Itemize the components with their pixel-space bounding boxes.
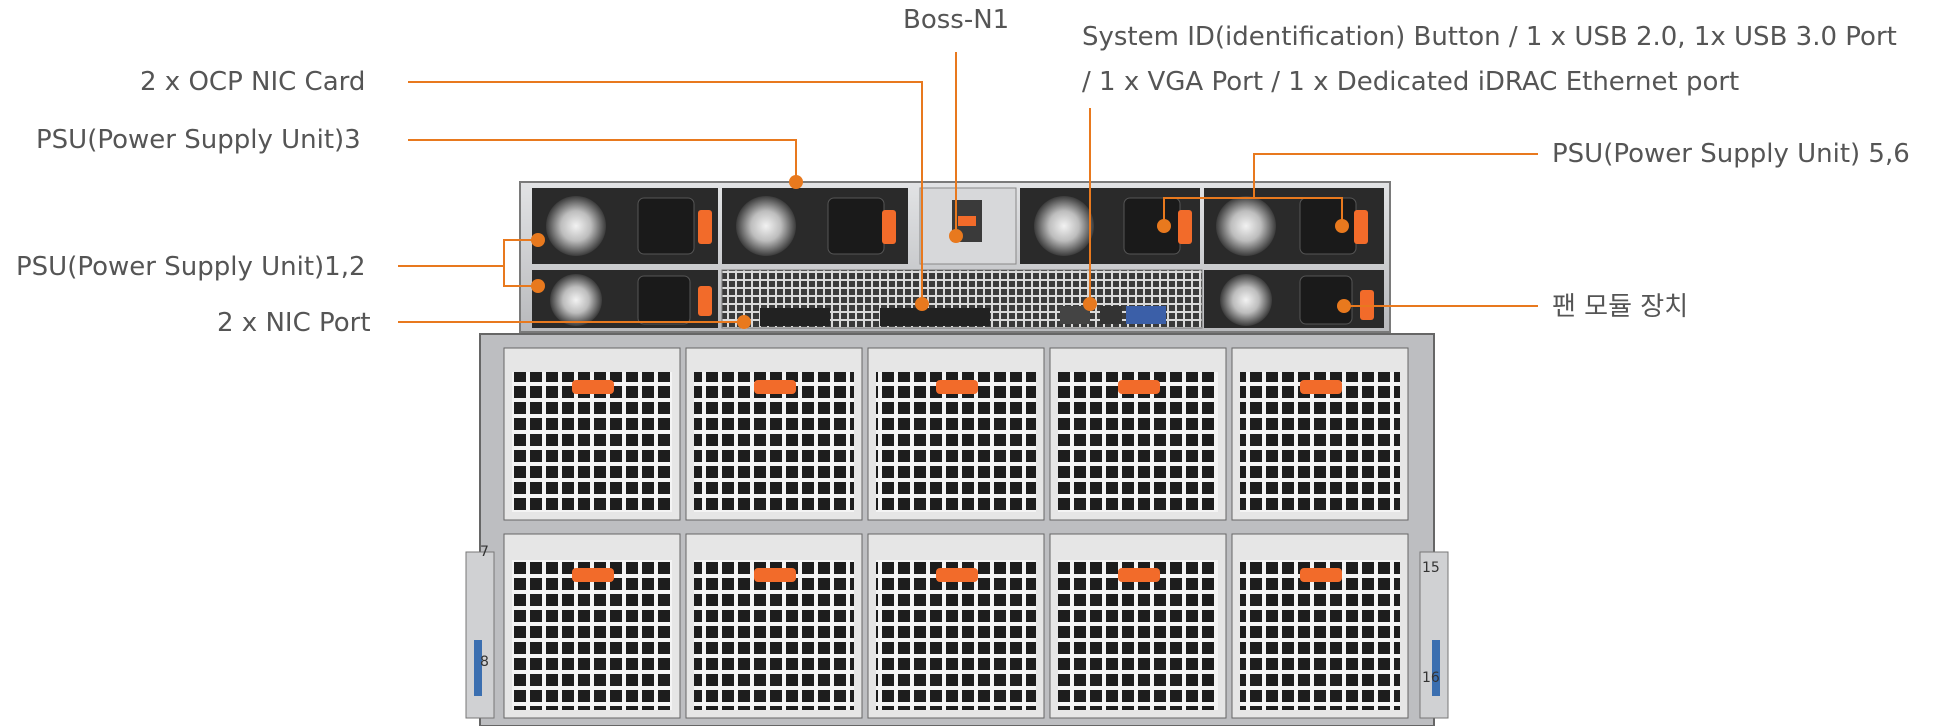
psu-5: [1020, 188, 1200, 264]
callout-dot: [949, 229, 963, 243]
label-system-id-line2: / 1 x VGA Port / 1 x Dedicated iDRAC Eth…: [1082, 67, 1740, 97]
callout-lines: [398, 52, 1538, 323]
callout-dot: [1157, 219, 1171, 233]
psu-6-lower: [1204, 270, 1384, 328]
callout-ocp: [408, 81, 923, 304]
fan-module: [1231, 347, 1409, 521]
io-panel: [721, 269, 1203, 329]
callout-dots: [531, 175, 1351, 329]
label-nic-port: 2 x NIC Port: [217, 308, 371, 338]
boss-n1-module: [919, 187, 1017, 265]
slot-number-16: 16: [1422, 670, 1440, 686]
label-psu3: PSU(Power Supply Unit)3: [36, 125, 361, 155]
callout-psu56-branch: [1163, 197, 1343, 226]
label-psu56: PSU(Power Supply Unit) 5,6: [1552, 139, 1910, 169]
fan-module: [685, 347, 863, 521]
label-psu12: PSU(Power Supply Unit)1,2: [16, 252, 366, 282]
callout-psu56: [1253, 153, 1538, 198]
callout-dot: [531, 233, 545, 247]
fan-module: [503, 533, 681, 719]
fan-module: [867, 533, 1045, 719]
psu-3: [722, 188, 908, 264]
callout-psu12-bracket: [503, 239, 538, 287]
fan-module: [1231, 533, 1409, 719]
fan-module: [503, 347, 681, 521]
slot-number-8: 8: [480, 654, 489, 670]
callout-dot: [1083, 297, 1097, 311]
callout-dot: [531, 279, 545, 293]
callout-dot: [1337, 299, 1351, 313]
slot-number-7: 7: [480, 544, 489, 560]
callout-dot: [737, 315, 751, 329]
callout-dot: [1335, 219, 1349, 233]
fan-module: [1049, 533, 1227, 719]
label-boss-n1: Boss-N1: [903, 5, 1010, 35]
fan-module: [685, 533, 863, 719]
label-system-id-line1: System ID(identification) Button / 1 x U…: [1082, 22, 1897, 52]
label-fan-module: 팬 모듈 장치: [1552, 292, 1689, 322]
fan-chassis: 7 8 15 16: [465, 333, 1449, 726]
callout-dot: [915, 297, 929, 311]
callout-psu3: [408, 139, 797, 182]
slot-number-15: 15: [1422, 560, 1440, 576]
psu-1: [532, 188, 718, 264]
psu-6: [1204, 188, 1384, 264]
fan-module: [867, 347, 1045, 521]
label-ocp-nic: 2 x OCP NIC Card: [140, 67, 366, 97]
fan-module: [1049, 347, 1227, 521]
psu-2: [532, 270, 718, 328]
callout-dot: [789, 175, 803, 189]
